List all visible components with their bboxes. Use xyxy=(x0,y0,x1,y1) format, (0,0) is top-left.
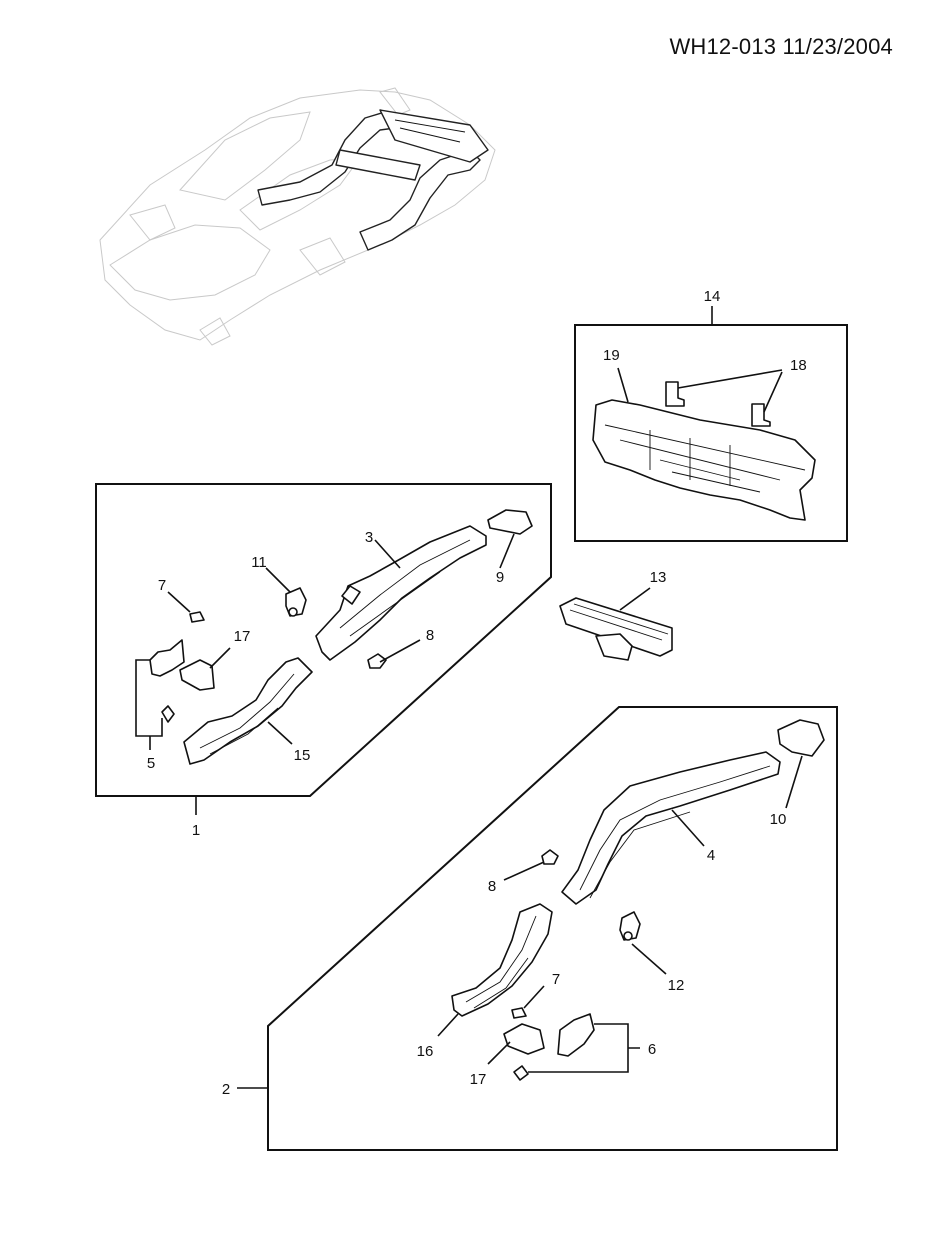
callout-17a: 17 xyxy=(234,628,251,645)
callout-14: 14 xyxy=(704,288,721,305)
bracket-part-17b xyxy=(503,1023,545,1055)
diagram-date: 11/23/2004 xyxy=(782,34,893,59)
callout-12: 12 xyxy=(668,977,685,994)
group-14-frame xyxy=(574,324,848,542)
callout-5: 5 xyxy=(147,755,155,772)
bracket-part-9 xyxy=(487,509,533,535)
frame-rail-part-15 xyxy=(183,657,313,765)
pad-part-7a xyxy=(189,611,205,623)
callout-16: 16 xyxy=(417,1043,434,1060)
callout-6: 6 xyxy=(648,1041,656,1058)
group-2-frame xyxy=(267,706,838,1151)
pad-part-7b xyxy=(511,1007,527,1019)
bracket-part-17a xyxy=(179,659,215,691)
frame-rail-part-4 xyxy=(561,751,781,905)
callout-9: 9 xyxy=(496,569,504,586)
callout-1: 1 xyxy=(192,822,200,839)
bracket-part-5 xyxy=(149,639,185,677)
clip-part-18b xyxy=(751,403,771,427)
callout-4: 4 xyxy=(707,847,715,864)
callout-11: 11 xyxy=(251,554,267,571)
diagram-code: WH12-013 xyxy=(669,34,777,59)
callout-3: 3 xyxy=(365,529,373,546)
callout-15: 15 xyxy=(294,747,311,764)
clip-part-5 xyxy=(161,705,175,723)
bracket-part-10 xyxy=(777,719,825,757)
callout-18: 18 xyxy=(790,357,807,374)
clip-part-8a xyxy=(367,653,387,669)
callout-10: 10 xyxy=(770,811,787,828)
callout-7a: 7 xyxy=(158,577,166,594)
diagram-header: WH12-013 11/23/2004 xyxy=(669,34,893,60)
clip-part-8b xyxy=(541,849,559,865)
frame-rail-part-16 xyxy=(451,903,553,1017)
group-1-frame xyxy=(95,483,552,797)
rear-panel-icon xyxy=(592,399,816,521)
callout-7b: 7 xyxy=(552,971,560,988)
callout-8a: 8 xyxy=(426,627,434,644)
callout-13: 13 xyxy=(650,569,667,586)
frame-rail-icon xyxy=(315,525,487,661)
callout-8b: 8 xyxy=(488,878,496,895)
callout-17b: 17 xyxy=(470,1071,487,1088)
bracket-part-6 xyxy=(557,1013,595,1057)
clip-part-6 xyxy=(513,1065,529,1081)
callout-19: 19 xyxy=(603,347,620,364)
clip-part-18a xyxy=(665,381,685,407)
crossmember-icon xyxy=(559,597,673,661)
car-body-overview-icon xyxy=(99,87,496,346)
callout-2: 2 xyxy=(222,1081,230,1098)
